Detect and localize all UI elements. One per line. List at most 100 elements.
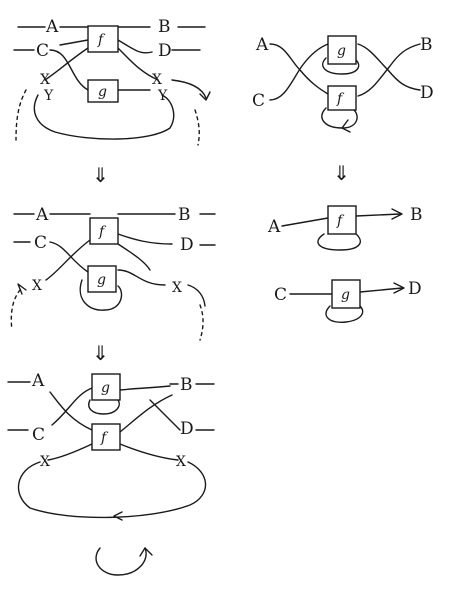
- label-d: D: [180, 235, 194, 255]
- box-f-glyph: f: [98, 224, 107, 240]
- wire: [119, 443, 179, 461]
- label-x: X: [40, 72, 50, 88]
- wire: [357, 43, 421, 91]
- box-f: [91, 423, 121, 451]
- wire: [117, 39, 153, 54]
- label-x: X: [40, 454, 50, 470]
- label-d: D: [420, 83, 434, 103]
- down-arrow-icon: ⇓: [333, 161, 350, 185]
- box-g-glyph: g: [97, 272, 106, 288]
- label-x: X: [176, 454, 186, 470]
- wire: [194, 109, 200, 146]
- box-g: [87, 79, 119, 103]
- wire: [51, 387, 93, 426]
- wire: [17, 461, 207, 519]
- box-g-glyph: g: [337, 43, 346, 59]
- wire: [79, 279, 123, 311]
- box-g-glyph: g: [98, 84, 107, 100]
- wire: [117, 269, 166, 286]
- label-x: X: [32, 278, 42, 294]
- wire: [357, 43, 421, 97]
- label-c: C: [36, 41, 49, 61]
- wire: [17, 283, 27, 295]
- wire: [355, 213, 401, 217]
- wire: [149, 399, 181, 431]
- wire: [44, 47, 89, 81]
- panel-5: f A B g C D: [267, 205, 423, 323]
- label-c: C: [274, 285, 287, 305]
- panel-4: g f A B C D: [252, 35, 434, 133]
- label-x: X: [152, 72, 162, 88]
- label-b: B: [420, 35, 433, 55]
- wire: [117, 243, 151, 271]
- wire: [49, 391, 93, 431]
- label-a: A: [35, 205, 49, 225]
- wire: [15, 89, 27, 141]
- wire: [49, 241, 89, 273]
- wire: [59, 39, 89, 46]
- wire: [45, 239, 91, 281]
- label-d: D: [408, 279, 422, 299]
- label-b: B: [158, 17, 171, 37]
- label-b: B: [180, 375, 193, 395]
- label-b: B: [410, 205, 423, 225]
- down-arrow-icon: ⇓: [92, 163, 109, 187]
- label-d: D: [158, 41, 172, 61]
- box-f: [87, 25, 119, 53]
- box-f-glyph: f: [97, 32, 106, 48]
- wire: [269, 43, 329, 101]
- wire: [317, 233, 361, 251]
- box-f: [327, 205, 357, 235]
- wire: [119, 394, 173, 433]
- wire: [117, 233, 173, 245]
- label-y: Y: [157, 88, 168, 104]
- wire: [199, 304, 204, 341]
- box-f: [327, 85, 357, 111]
- label-a: A: [45, 17, 59, 37]
- panel-3: g f A B C D X X: [7, 371, 215, 521]
- wire: [187, 284, 206, 307]
- down-arrow-icon: ⇓: [92, 341, 109, 365]
- label-x: X: [172, 280, 182, 296]
- label-b: B: [178, 205, 191, 225]
- wire: [119, 385, 171, 391]
- wire: [322, 57, 360, 75]
- wire: [33, 94, 175, 140]
- label-c: C: [34, 233, 47, 253]
- label-y: Y: [43, 88, 54, 104]
- wire: [393, 282, 405, 294]
- curl-arrow-icon: [95, 547, 153, 576]
- wire: [325, 305, 364, 323]
- label-c: C: [252, 91, 265, 111]
- wire: [359, 287, 403, 293]
- box-g: [327, 35, 357, 65]
- box-g-glyph: g: [101, 380, 110, 396]
- box-f-glyph: f: [100, 430, 109, 446]
- wire: [171, 79, 207, 99]
- wire: [269, 43, 329, 95]
- panel-1: f g A B C D X X Y Y: [13, 17, 211, 146]
- wire: [113, 511, 123, 521]
- wire: [391, 208, 403, 220]
- label-a: A: [255, 35, 269, 55]
- wire: [117, 47, 159, 81]
- wire: [199, 91, 211, 101]
- box-g: [331, 279, 361, 309]
- wire: [341, 119, 351, 133]
- box-g: [91, 373, 121, 401]
- box-f-glyph: f: [336, 213, 345, 229]
- box-g-glyph: g: [341, 287, 350, 303]
- label-c: C: [32, 425, 45, 445]
- label-a: A: [267, 217, 281, 237]
- wire: [88, 399, 120, 415]
- panel-2: f g A B C D X X: [10, 205, 216, 341]
- box-f: [89, 217, 119, 245]
- box-f-glyph: f: [336, 91, 345, 107]
- wire: [47, 443, 93, 461]
- wire: [10, 289, 21, 331]
- wire: [281, 217, 329, 227]
- label-d: D: [180, 419, 194, 439]
- label-a: A: [31, 371, 45, 391]
